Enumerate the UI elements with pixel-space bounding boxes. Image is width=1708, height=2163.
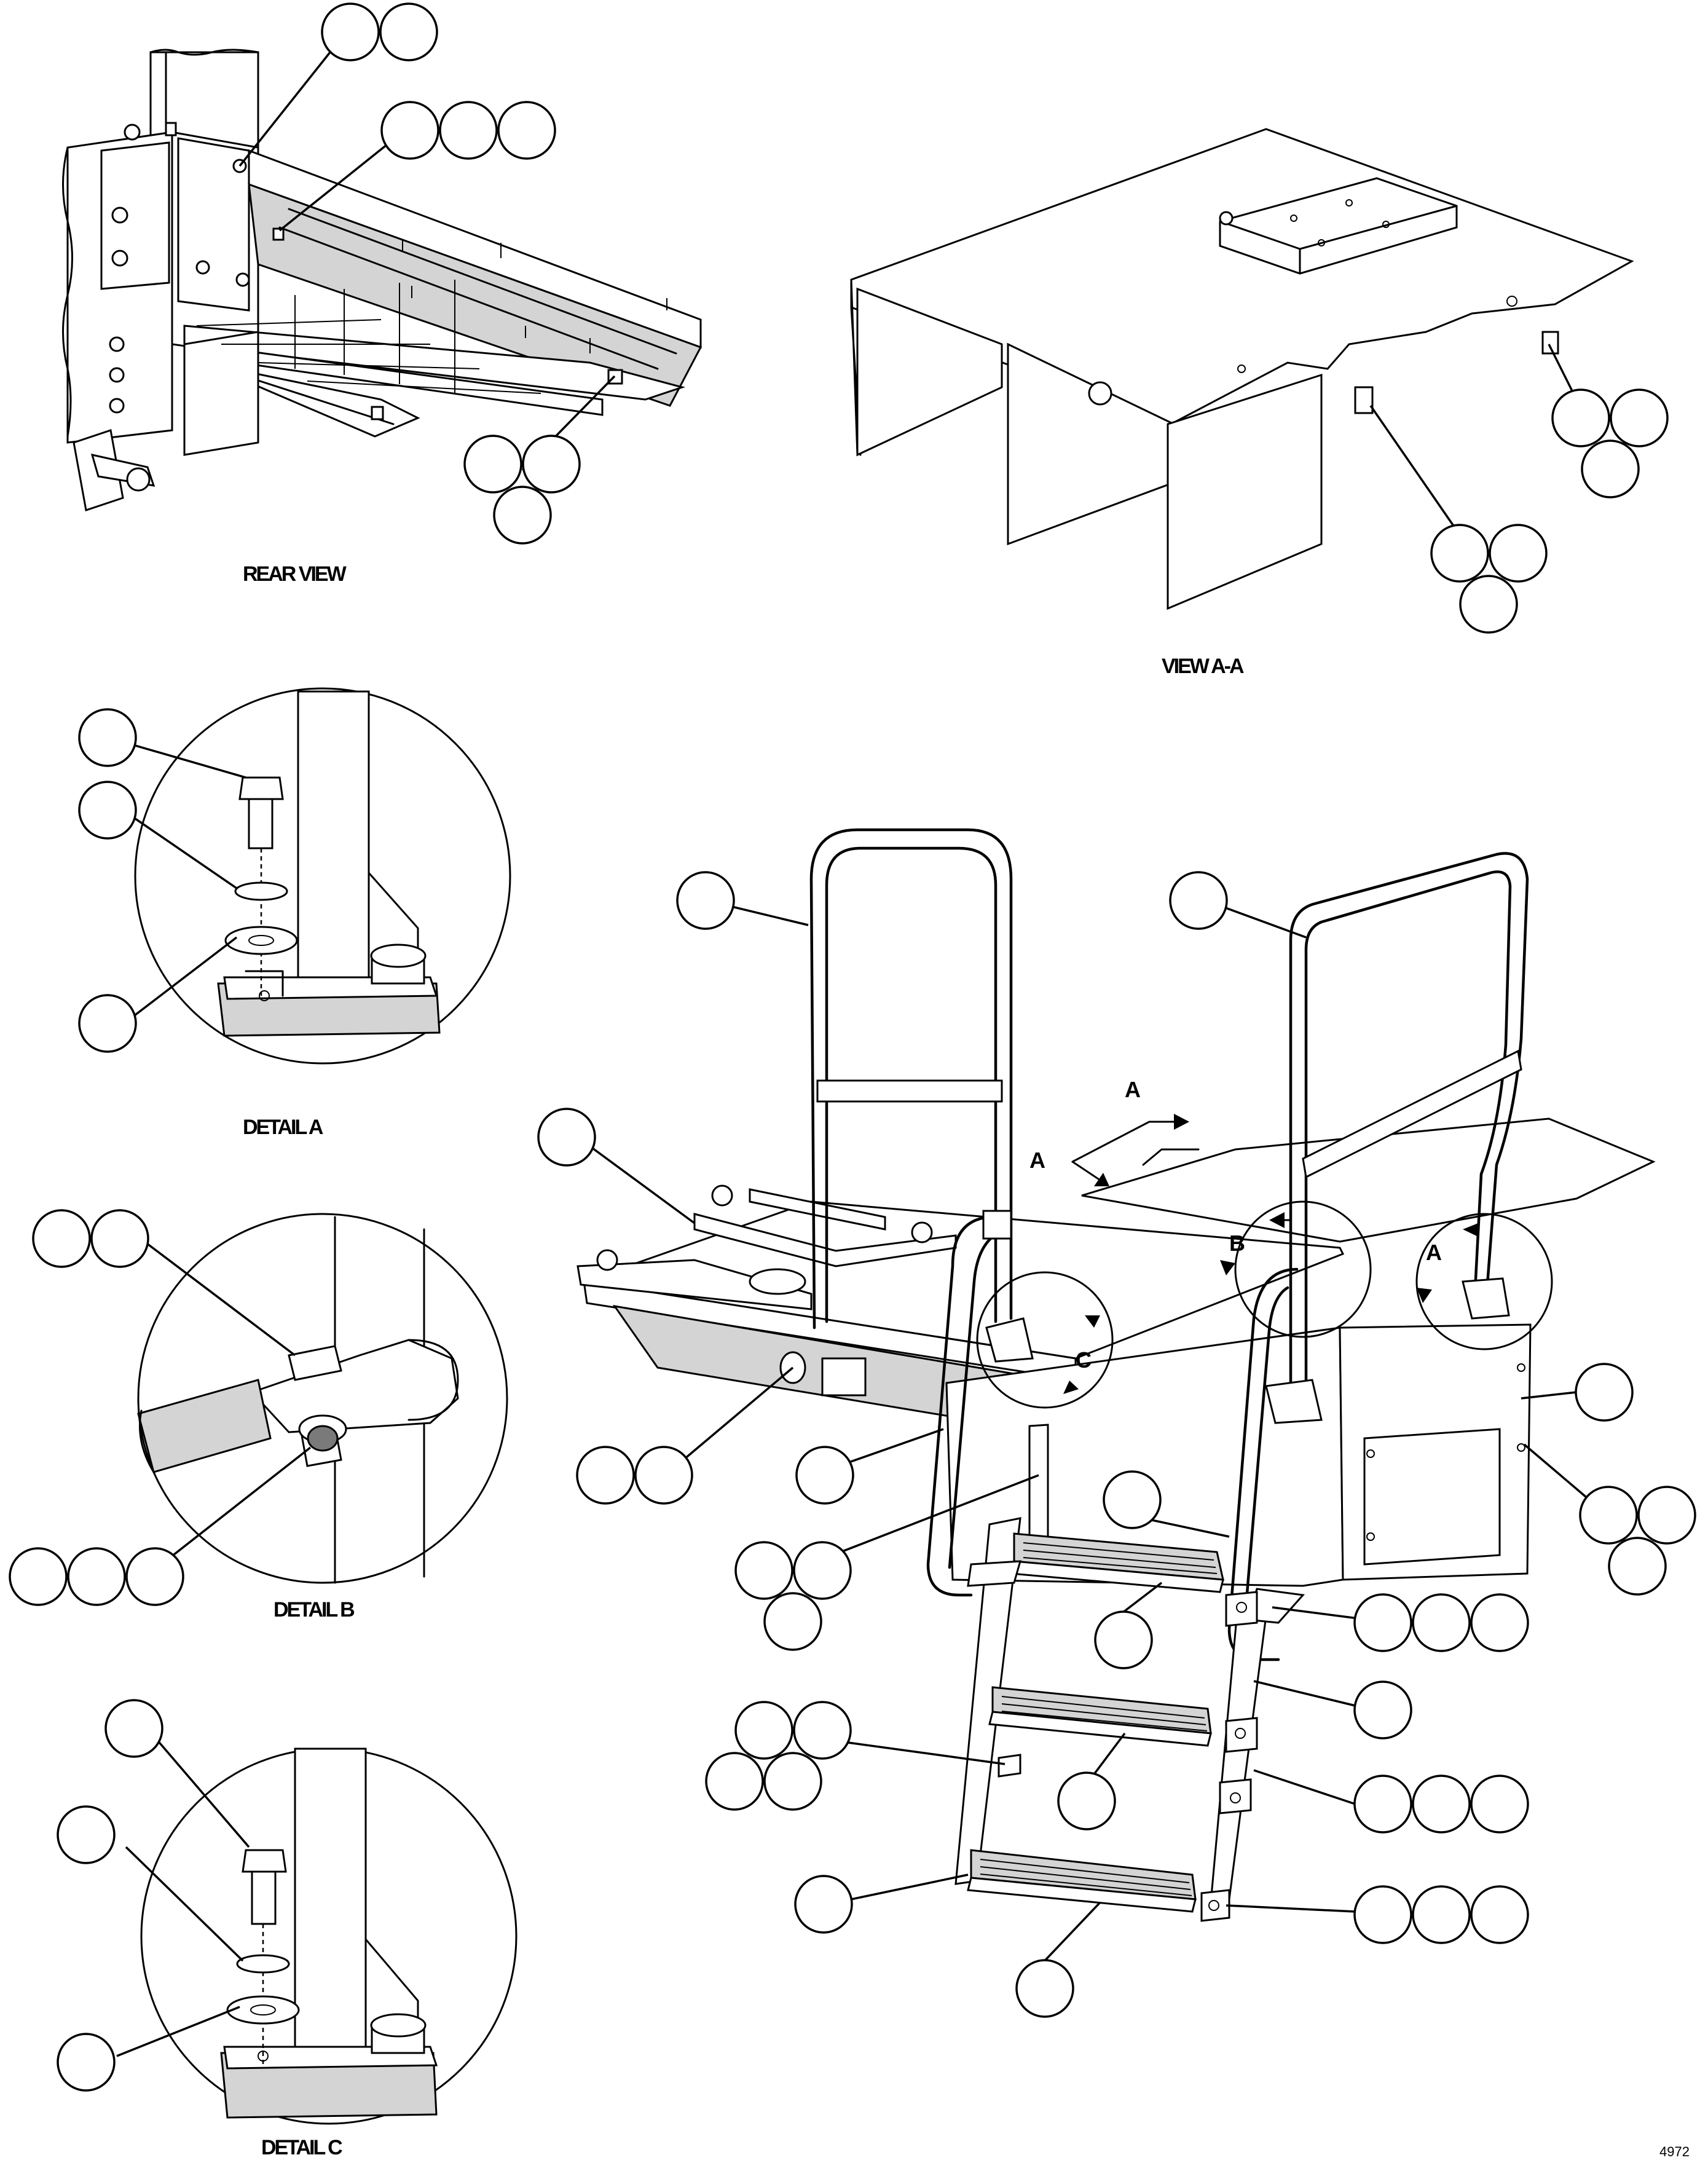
detail-c-callouts <box>57 1699 250 2092</box>
detail-a-caption: DETAIL A <box>243 1116 323 1139</box>
detail-c-drawing <box>140 1747 518 2125</box>
rear-view-caption: REAR VIEW <box>243 562 347 586</box>
rear-view-drawing <box>62 49 702 511</box>
rear-view-callouts <box>238 2 616 545</box>
detail-marker-a-right: A <box>1426 1240 1442 1265</box>
detail-a-drawing <box>134 687 511 1065</box>
detail-b-drawing <box>137 1213 508 1584</box>
view-aa-caption: VIEW A-A <box>1162 655 1244 678</box>
detail-marker-b: B <box>1229 1231 1245 1256</box>
view-aa-drawing <box>850 128 1634 610</box>
main-assembly-markers: A A B A C <box>1029 1077 1442 1373</box>
view-aa-callouts <box>1369 344 1669 634</box>
detail-c-caption: DETAIL C <box>261 2136 342 2159</box>
detail-marker-c: C <box>1076 1347 1092 1373</box>
detail-a-callouts <box>78 708 246 1053</box>
detail-b-caption: DETAIL B <box>274 1598 355 1621</box>
main-assembly-callouts <box>537 871 1696 2018</box>
drawing-reference-number: 4972 <box>1659 2144 1690 2159</box>
view-marker-a-left: A <box>1029 1148 1045 1173</box>
main-assembly-drawing <box>577 828 1656 1922</box>
view-marker-a-top: A <box>1125 1077 1141 1102</box>
detail-b-callouts <box>9 1209 312 1606</box>
